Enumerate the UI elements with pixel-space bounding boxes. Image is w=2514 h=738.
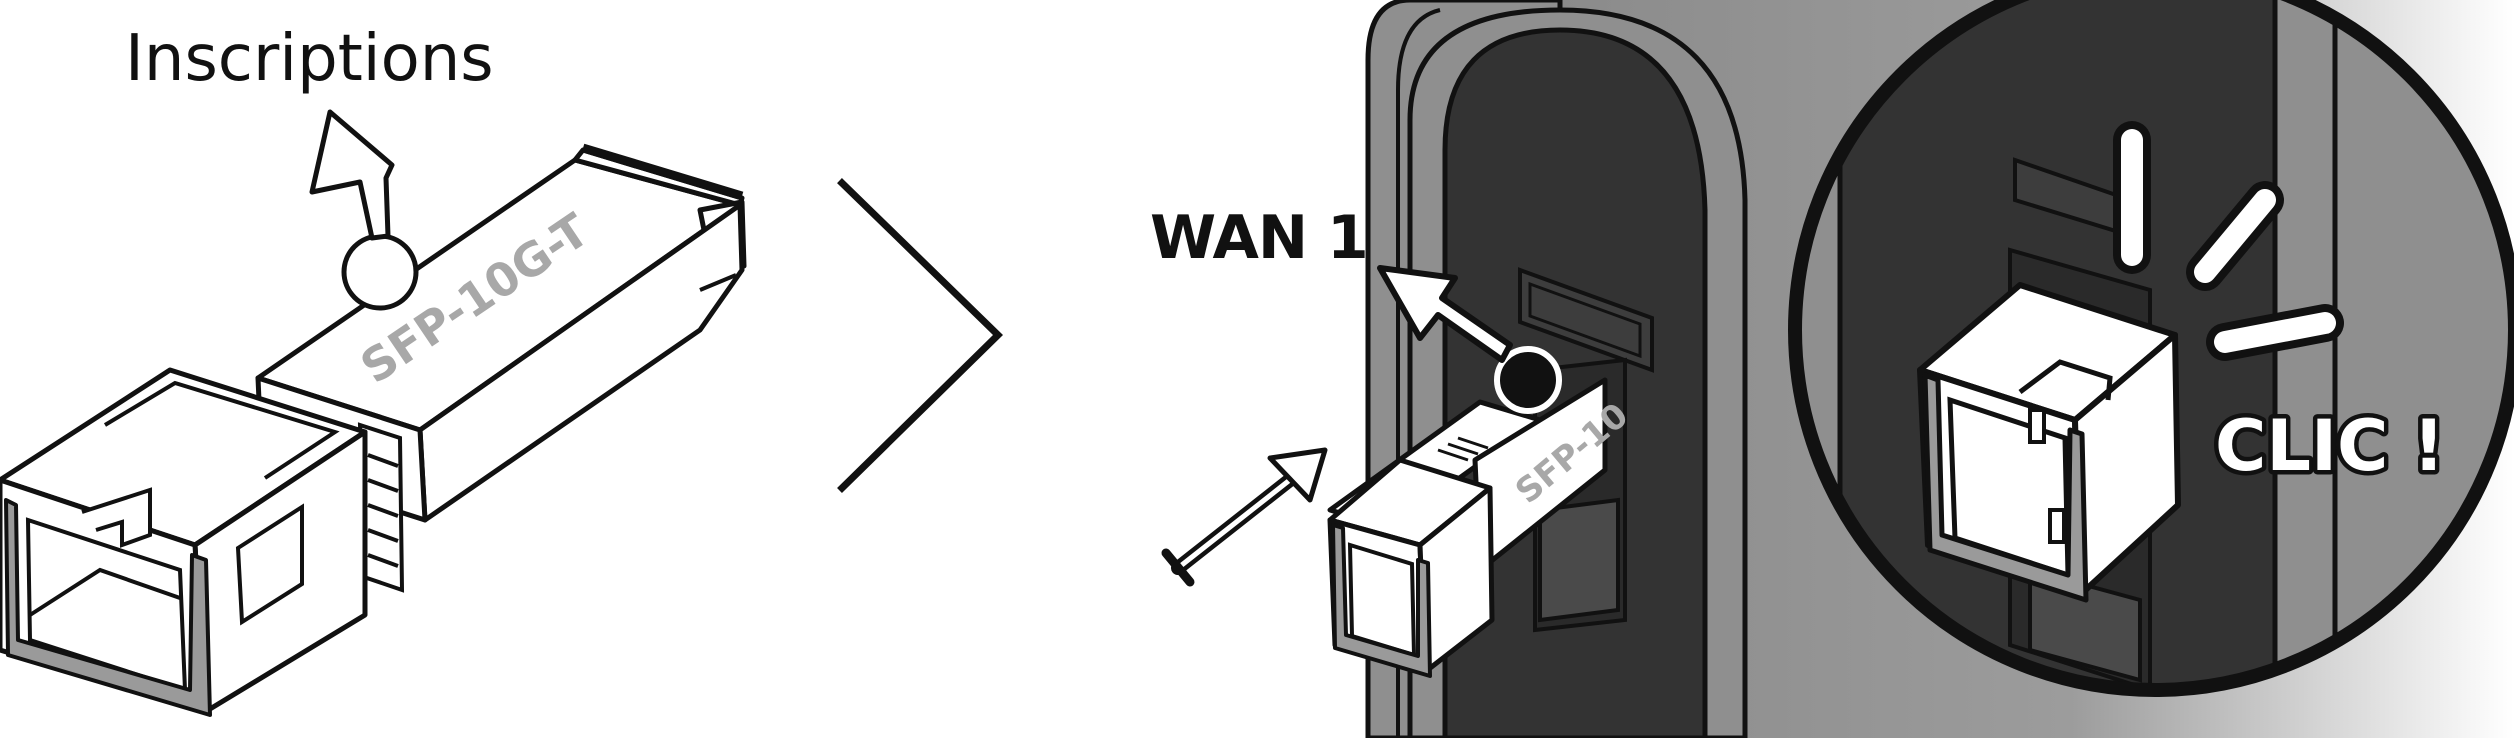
wan-pointer-arrow (1377, 265, 1513, 363)
inscription-pointer-arrow (309, 109, 395, 241)
sfp-module-illustration: SFP-10G-T Inscriptions (0, 22, 747, 717)
inserted-module-latch (1331, 523, 1432, 678)
step-chevron-icon (837, 178, 1004, 493)
inscriptions-label: Inscriptions (125, 22, 494, 96)
port-slot-upper (1518, 267, 1654, 373)
wan-port-label: WAN 1 (1150, 203, 1368, 273)
zoom-module-latch (1922, 372, 2089, 603)
click-sound-label: CLIC ! (2215, 405, 2445, 487)
inserted-module-ribs (1437, 436, 1489, 462)
module-socket-tab (81, 487, 152, 548)
inscription-pointer-dot (341, 233, 419, 311)
router-installation-view: SFP-10 WAN 1 (1150, 0, 2514, 738)
wan-pointer-dot (1494, 346, 1562, 414)
click-burst-icon (2113, 121, 2344, 361)
module-socket-inner (28, 567, 181, 617)
port-slot-upper-inner (1528, 281, 1642, 359)
module-cage-window (235, 503, 304, 626)
module-cage-top-inner (103, 380, 340, 480)
module-latch-bail (4, 498, 212, 717)
zoom-module-tab (2018, 359, 2113, 401)
zoom-lower-slot (2028, 567, 2142, 683)
module-rear-edge (581, 143, 744, 201)
device-housing-ridge (1396, 8, 1441, 738)
module-side-bevel (699, 273, 737, 292)
module-ribs (357, 422, 405, 593)
insert-direction-arrow (1161, 447, 1328, 587)
port-lower-slot (1538, 497, 1620, 623)
module-rear-step (572, 147, 745, 208)
zoom-detail-circle: CLIC ! (1788, 0, 2514, 697)
